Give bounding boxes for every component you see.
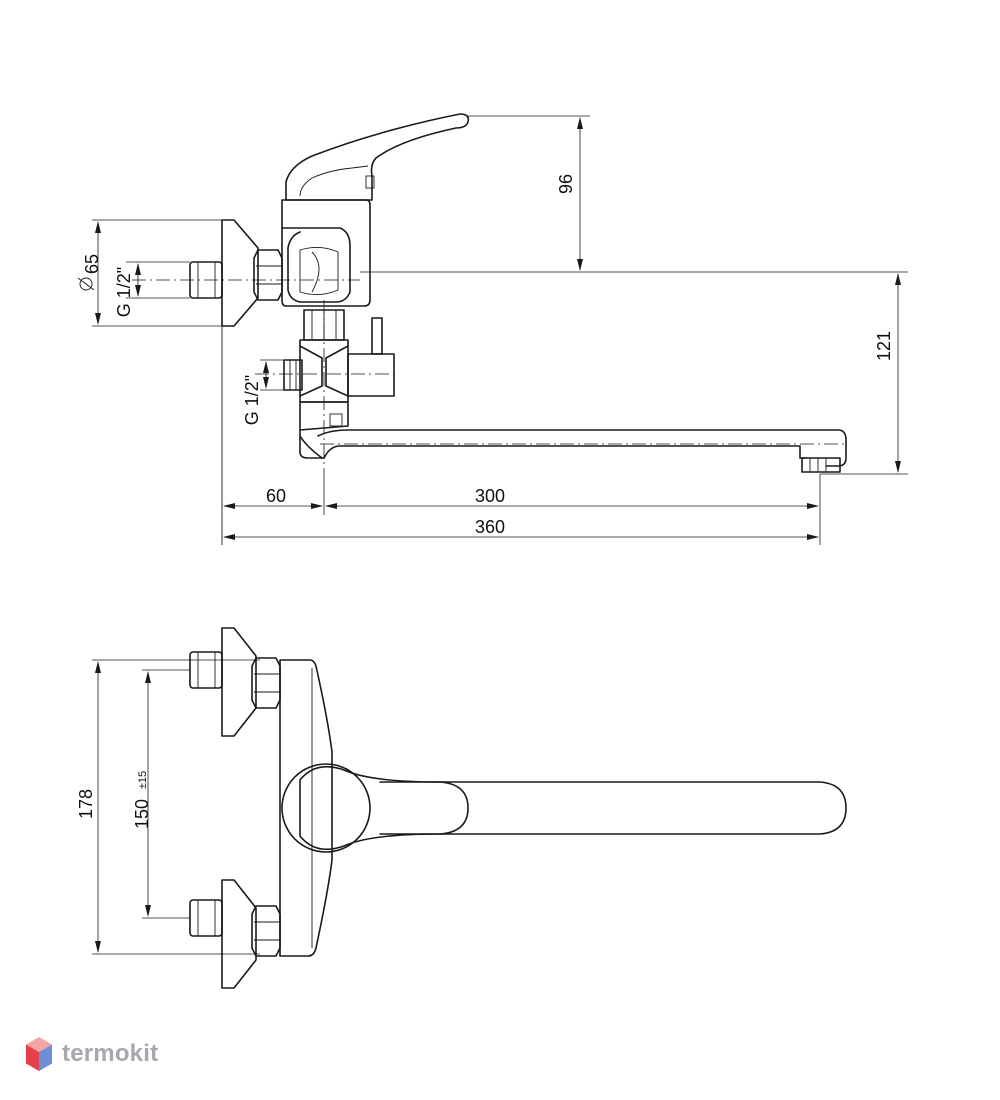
wall-flange	[221, 219, 259, 327]
dim-96: 96	[556, 174, 576, 194]
dim-300: 300	[475, 486, 505, 506]
diverter-knob	[371, 317, 383, 355]
hex-nut	[253, 249, 283, 301]
top-body	[279, 659, 333, 957]
top-flange-lower	[221, 879, 257, 989]
top-lever	[299, 765, 469, 851]
dim-65: 65	[82, 254, 102, 274]
top-flange-upper	[221, 627, 257, 737]
termokit-logo-icon	[26, 1037, 52, 1071]
diameter-symbol	[79, 277, 93, 291]
top-view: 178 150 ±15	[76, 627, 847, 989]
side-view: 96 121 65 G 1/2" G 1/2" 60 300 360	[77, 113, 908, 545]
lever-handle	[285, 113, 470, 201]
mixer-body	[281, 199, 371, 307]
dim-thread-top: G 1/2"	[114, 267, 134, 317]
dim-150-tolerance: ±15	[137, 771, 149, 789]
spout	[317, 429, 847, 467]
dim-60: 60	[266, 486, 286, 506]
brand-watermark: termokit	[24, 1036, 158, 1072]
dim-121: 121	[874, 331, 894, 361]
dim-150: 150	[132, 799, 152, 829]
dim-178: 178	[76, 789, 96, 819]
top-spout	[379, 781, 847, 835]
top-cartridge	[281, 763, 371, 853]
brand-name: termokit	[62, 1040, 159, 1067]
shower-outlet	[283, 359, 303, 391]
dim-thread-side: G 1/2"	[242, 375, 262, 425]
dim-360: 360	[475, 517, 505, 537]
aerator	[801, 457, 841, 473]
